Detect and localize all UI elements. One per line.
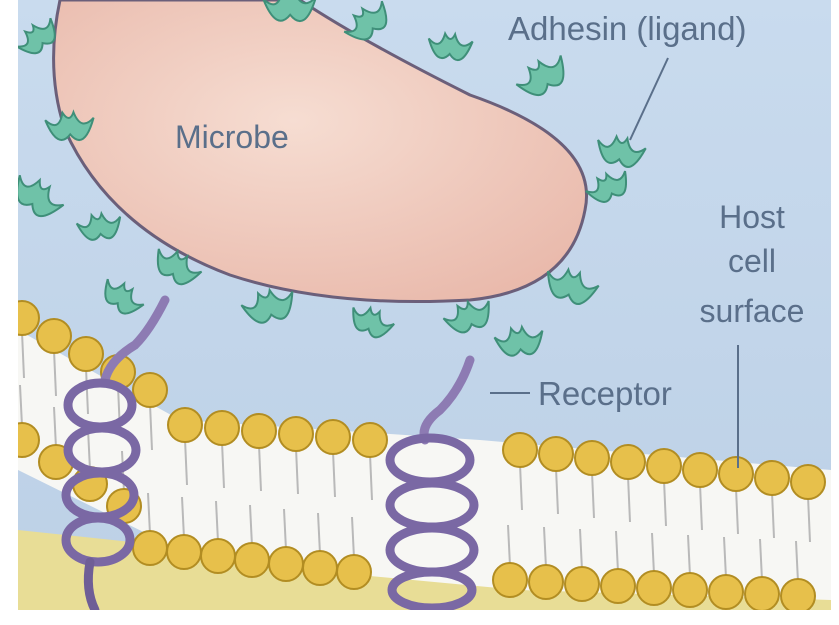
- host-label-line3: surface: [700, 293, 805, 329]
- adhesin-label: Adhesin (ligand): [508, 10, 746, 47]
- phospholipid-head: [337, 555, 371, 589]
- frame-bottom: [0, 610, 839, 625]
- phospholipid-head: [683, 453, 717, 487]
- host-label-line2: cell: [728, 243, 776, 279]
- microbe-label: Microbe: [175, 119, 289, 155]
- phospholipid-head: [719, 457, 753, 491]
- phospholipid-head: [316, 420, 350, 454]
- phospholipid-head: [673, 573, 707, 607]
- phospholipid-head: [745, 577, 779, 611]
- phospholipid-head: [791, 465, 825, 499]
- receptor-label: Receptor: [538, 375, 672, 412]
- phospholipid-head: [575, 441, 609, 475]
- phospholipid-head: [133, 373, 167, 407]
- phospholipid-head: [539, 437, 573, 471]
- phospholipid-head: [168, 408, 202, 442]
- phospholipid-head: [493, 563, 527, 597]
- phospholipid-head: [611, 445, 645, 479]
- phospholipid-head: [781, 579, 815, 613]
- host-label-line1: Host: [719, 199, 785, 235]
- frame-left: [0, 0, 18, 625]
- phospholipid-head: [601, 569, 635, 603]
- phospholipid-head: [529, 565, 563, 599]
- frame-right: [831, 0, 839, 625]
- phospholipid-head: [37, 319, 71, 353]
- phospholipid-head: [167, 535, 201, 569]
- phospholipid-head: [242, 414, 276, 448]
- phospholipid-head: [279, 417, 313, 451]
- phospholipid-head: [755, 461, 789, 495]
- phospholipid-head: [303, 551, 337, 585]
- phospholipid-head: [709, 575, 743, 609]
- phospholipid-head: [133, 531, 167, 565]
- phospholipid-head: [353, 423, 387, 457]
- phospholipid-head: [201, 539, 235, 573]
- phospholipid-head: [637, 571, 671, 605]
- phospholipid-head: [565, 567, 599, 601]
- phospholipid-head: [503, 433, 537, 467]
- phospholipid-head: [647, 449, 681, 483]
- phospholipid-head: [69, 337, 103, 371]
- phospholipid-head: [235, 543, 269, 577]
- phospholipid-head: [269, 547, 303, 581]
- phospholipid-head: [205, 411, 239, 445]
